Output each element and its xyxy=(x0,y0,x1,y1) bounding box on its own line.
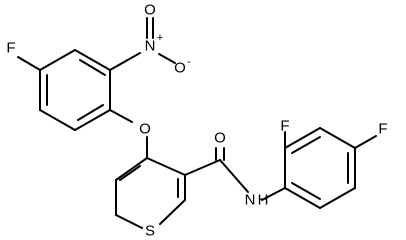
amide-hydrogen-label: H xyxy=(258,192,269,209)
fluorine-atom-label: F xyxy=(6,40,15,57)
bond xyxy=(261,187,286,201)
bond xyxy=(74,109,111,131)
bond xyxy=(146,157,186,176)
amide-nitrogen-label: N xyxy=(245,192,256,209)
bond xyxy=(219,159,249,193)
bond xyxy=(158,53,176,64)
bond xyxy=(284,187,321,209)
carbonyl-oxygen-label: O xyxy=(214,130,226,147)
bond xyxy=(79,59,106,76)
bond xyxy=(39,109,76,131)
bond xyxy=(17,56,41,71)
bond xyxy=(291,182,321,200)
bond xyxy=(39,49,76,71)
fluorine-ortho-label: F xyxy=(280,118,289,135)
bond xyxy=(115,157,148,181)
bond xyxy=(184,159,221,176)
bond xyxy=(284,127,321,149)
bond xyxy=(319,127,356,149)
bond xyxy=(354,135,377,149)
atom-labels: F N + O O - O O N H S F F xyxy=(6,2,387,240)
nitro-nitrogen-label: N xyxy=(145,38,156,55)
bond xyxy=(119,165,141,181)
ether-oxygen-label: O xyxy=(139,121,151,138)
negative-charge-label: - xyxy=(187,56,191,68)
bond xyxy=(319,187,356,209)
bond xyxy=(159,199,186,225)
bond xyxy=(291,136,321,154)
nitro-oxygen-top-label: O xyxy=(144,2,156,19)
bond xyxy=(115,214,143,229)
bond-lines xyxy=(17,17,377,229)
bond xyxy=(74,49,111,71)
fluorine-para-label: F xyxy=(378,121,387,138)
sulfur-atom-label: S xyxy=(145,223,155,240)
nitro-oxygen-right-label: O xyxy=(174,60,186,77)
bond xyxy=(77,104,104,121)
positive-charge-label: + xyxy=(157,32,163,44)
bond xyxy=(109,52,141,71)
bond xyxy=(109,109,133,123)
